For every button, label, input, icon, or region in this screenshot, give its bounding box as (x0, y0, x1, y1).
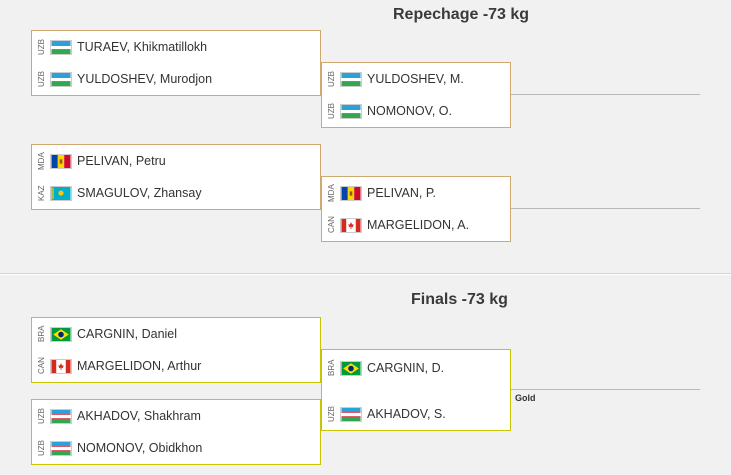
match-box[interactable]: UZB AKHADOV, Shakhram UZB NOMONOV, Obidk… (31, 399, 321, 465)
uzb-flag-icon (50, 71, 72, 87)
athlete-row[interactable]: BRA CARGNIN, D. (322, 352, 510, 384)
athlete-name: NOMONOV, Obidkhon (77, 441, 203, 455)
athlete-name: AKHADOV, Shakhram (77, 409, 201, 423)
athlete-row[interactable]: UZB NOMONOV, O. (322, 95, 510, 127)
bracket-connector (511, 208, 700, 209)
kaz-flag-icon (50, 185, 72, 201)
country-code: UZB (37, 408, 46, 424)
match-box[interactable]: BRA CARGNIN, Daniel CAN MARGELIDON, Arth… (31, 317, 321, 383)
match-box[interactable]: UZB TURAEV, Khikmatillokh UZB YULDOSHEV,… (31, 30, 321, 96)
athlete-name: AKHADOV, S. (367, 407, 446, 421)
mda-flag-icon (50, 153, 72, 169)
athlete-name: YULDOSHEV, Murodjon (77, 72, 213, 86)
bracket-connector (511, 389, 700, 390)
bra-flag-icon (340, 360, 362, 376)
country-code: UZB (327, 71, 336, 87)
country-code: UZB (37, 440, 46, 456)
country-code: MDA (37, 152, 46, 170)
country-code: MDA (327, 184, 336, 202)
finals-section: Finals -73 kg BRA CARGNIN, Daniel CAN MA… (0, 275, 731, 475)
athlete-row[interactable]: UZB AKHADOV, S. (322, 398, 510, 430)
athlete-row[interactable]: UZB NOMONOV, Obidkhon (32, 432, 320, 464)
athlete-row[interactable]: MDA PELIVAN, P. (322, 177, 510, 209)
country-code: KAZ (37, 185, 46, 201)
bra-flag-icon (50, 326, 72, 342)
medal-label: Gold (515, 393, 536, 403)
can-flag-icon (340, 217, 362, 233)
athlete-name: CARGNIN, D. (367, 361, 445, 375)
athlete-row[interactable]: UZB YULDOSHEV, M. (322, 63, 510, 95)
country-code: BRA (327, 359, 336, 377)
athlete-row[interactable]: BRA CARGNIN, Daniel (32, 318, 320, 350)
match-box[interactable]: MDA PELIVAN, Petru KAZ SMAGULOV, Zhansay (31, 144, 321, 210)
repechage-title: Repechage -73 kg (393, 6, 530, 23)
can-flag-icon (50, 358, 72, 374)
uzb-flag-icon (340, 103, 362, 119)
athlete-row[interactable]: KAZ SMAGULOV, Zhansay (32, 177, 320, 209)
athlete-row[interactable]: CAN MARGELIDON, A. (322, 209, 510, 241)
uzb-flag-icon (50, 408, 72, 424)
country-code: UZB (37, 39, 46, 55)
country-code: BRA (37, 325, 46, 343)
athlete-row[interactable]: UZB TURAEV, Khikmatillokh (32, 31, 320, 63)
uzb-flag-icon (340, 71, 362, 87)
athlete-name: MARGELIDON, A. (367, 218, 470, 232)
athlete-name: PELIVAN, Petru (77, 154, 166, 168)
athlete-name: PELIVAN, P. (367, 186, 437, 200)
match-box[interactable]: UZB YULDOSHEV, M. UZB NOMONOV, O. (321, 62, 511, 128)
country-code: CAN (37, 357, 46, 375)
bracket-connector (511, 94, 700, 95)
uzb-flag-icon (50, 39, 72, 55)
repechage-section: Repechage -73 kg UZB TURAEV, Khikmatillo… (0, 0, 731, 274)
athlete-name: TURAEV, Khikmatillokh (77, 40, 208, 54)
finals-title: Finals -73 kg (411, 291, 508, 308)
uzb-flag-icon (340, 406, 362, 422)
athlete-name: YULDOSHEV, M. (367, 72, 464, 86)
athlete-row[interactable]: MDA PELIVAN, Petru (32, 145, 320, 177)
country-code: CAN (327, 216, 336, 234)
mda-flag-icon (340, 185, 362, 201)
athlete-row[interactable]: CAN MARGELIDON, Arthur (32, 350, 320, 382)
country-code: UZB (37, 71, 46, 87)
athlete-row[interactable]: UZB YULDOSHEV, Murodjon (32, 63, 320, 95)
athlete-name: NOMONOV, O. (367, 104, 452, 118)
final-match-box[interactable]: BRA CARGNIN, D. UZB AKHADOV, S. (321, 349, 511, 431)
athlete-name: MARGELIDON, Arthur (77, 359, 202, 373)
country-code: UZB (327, 103, 336, 119)
athlete-name: SMAGULOV, Zhansay (77, 186, 202, 200)
athlete-name: CARGNIN, Daniel (77, 327, 178, 341)
match-box[interactable]: MDA PELIVAN, P. CAN MARGELIDON, A. (321, 176, 511, 242)
uzb-flag-icon (50, 440, 72, 456)
country-code: UZB (327, 406, 336, 422)
athlete-row[interactable]: UZB AKHADOV, Shakhram (32, 400, 320, 432)
